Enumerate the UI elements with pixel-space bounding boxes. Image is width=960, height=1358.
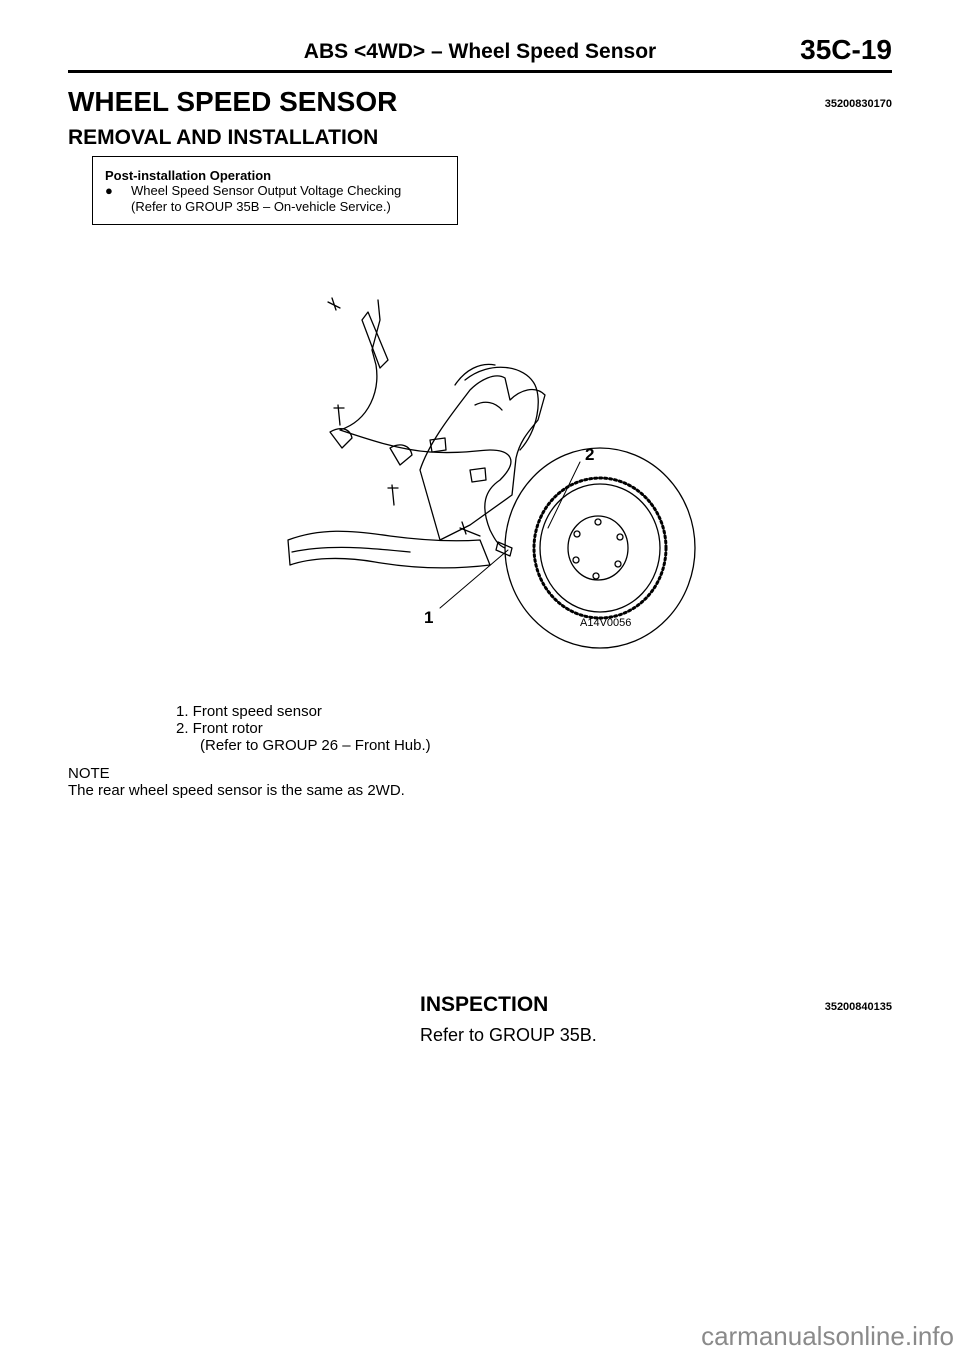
cable-clip	[469, 467, 487, 483]
post-installation-item-ref: (Refer to GROUP 35B – On-vehicle Service…	[131, 199, 391, 214]
bolt	[327, 297, 341, 311]
sensor-bracket	[361, 311, 389, 369]
cable-clip	[329, 427, 353, 449]
lower-arm-detail	[291, 546, 411, 553]
bolt	[459, 521, 481, 537]
hub-bolt	[572, 556, 580, 564]
page-number: 35C-19	[800, 34, 892, 65]
legend-item-front-rotor: 2. Front rotor	[176, 720, 263, 737]
header-rule	[68, 70, 892, 73]
note-text: The rear wheel speed sensor is the same …	[68, 782, 405, 799]
hub-bolt	[594, 518, 602, 526]
sensor-cable	[339, 299, 512, 549]
knuckle	[419, 375, 546, 541]
callout-label-1: 1	[424, 608, 433, 627]
bullet-icon: ●	[105, 183, 113, 198]
inspection-title: INSPECTION	[420, 993, 549, 1016]
section-title: WHEEL SPEED SENSOR	[68, 86, 398, 117]
figure-code: A14V0056	[580, 617, 631, 629]
rotor-hub	[567, 515, 629, 581]
note-title: NOTE	[68, 765, 110, 782]
strut-housing	[464, 366, 539, 451]
hub-bolt	[592, 572, 600, 580]
post-installation-title: Post-installation Operation	[105, 168, 272, 183]
bolt	[387, 484, 399, 506]
header-title: ABS <4WD> – Wheel Speed Sensor	[303, 40, 657, 63]
rotor-inner	[539, 483, 661, 613]
post-installation-box: Post-installation Operation ● Wheel Speed…	[92, 156, 458, 225]
cable-clip	[429, 437, 447, 453]
section-code: 35200830170	[824, 98, 892, 110]
hub-bolt	[616, 533, 624, 541]
watermark: carmanualsonline.info	[701, 1321, 954, 1351]
post-installation-item-text: Wheel Speed Sensor Output Voltage Checki…	[131, 183, 402, 198]
cable-clip	[389, 444, 413, 466]
hub-bolt	[614, 560, 622, 568]
inspection-code: 35200840135	[824, 1001, 892, 1013]
callout-leader-2	[547, 461, 581, 529]
legend-item-front-rotor-ref: (Refer to GROUP 26 – Front Hub.)	[200, 737, 431, 754]
callout-label-2: 2	[585, 445, 594, 464]
sensor-head	[495, 541, 513, 557]
wheel-speed-sensor-diagram: 1 2 A14V0056	[287, 297, 696, 649]
bolt	[333, 404, 345, 426]
rotor-teeth	[532, 476, 668, 620]
inspection-text: Refer to GROUP 35B.	[420, 1025, 597, 1045]
post-installation-item: ● Wheel Speed Sensor Output Voltage Check…	[105, 183, 401, 198]
section-subtitle: REMOVAL AND INSTALLATION	[68, 126, 379, 149]
knuckle-upper	[454, 363, 503, 411]
hub-bolt	[573, 530, 581, 538]
callout-leader-1	[439, 549, 509, 609]
legend-item-front-speed-sensor: 1. Front speed sensor	[176, 703, 322, 720]
